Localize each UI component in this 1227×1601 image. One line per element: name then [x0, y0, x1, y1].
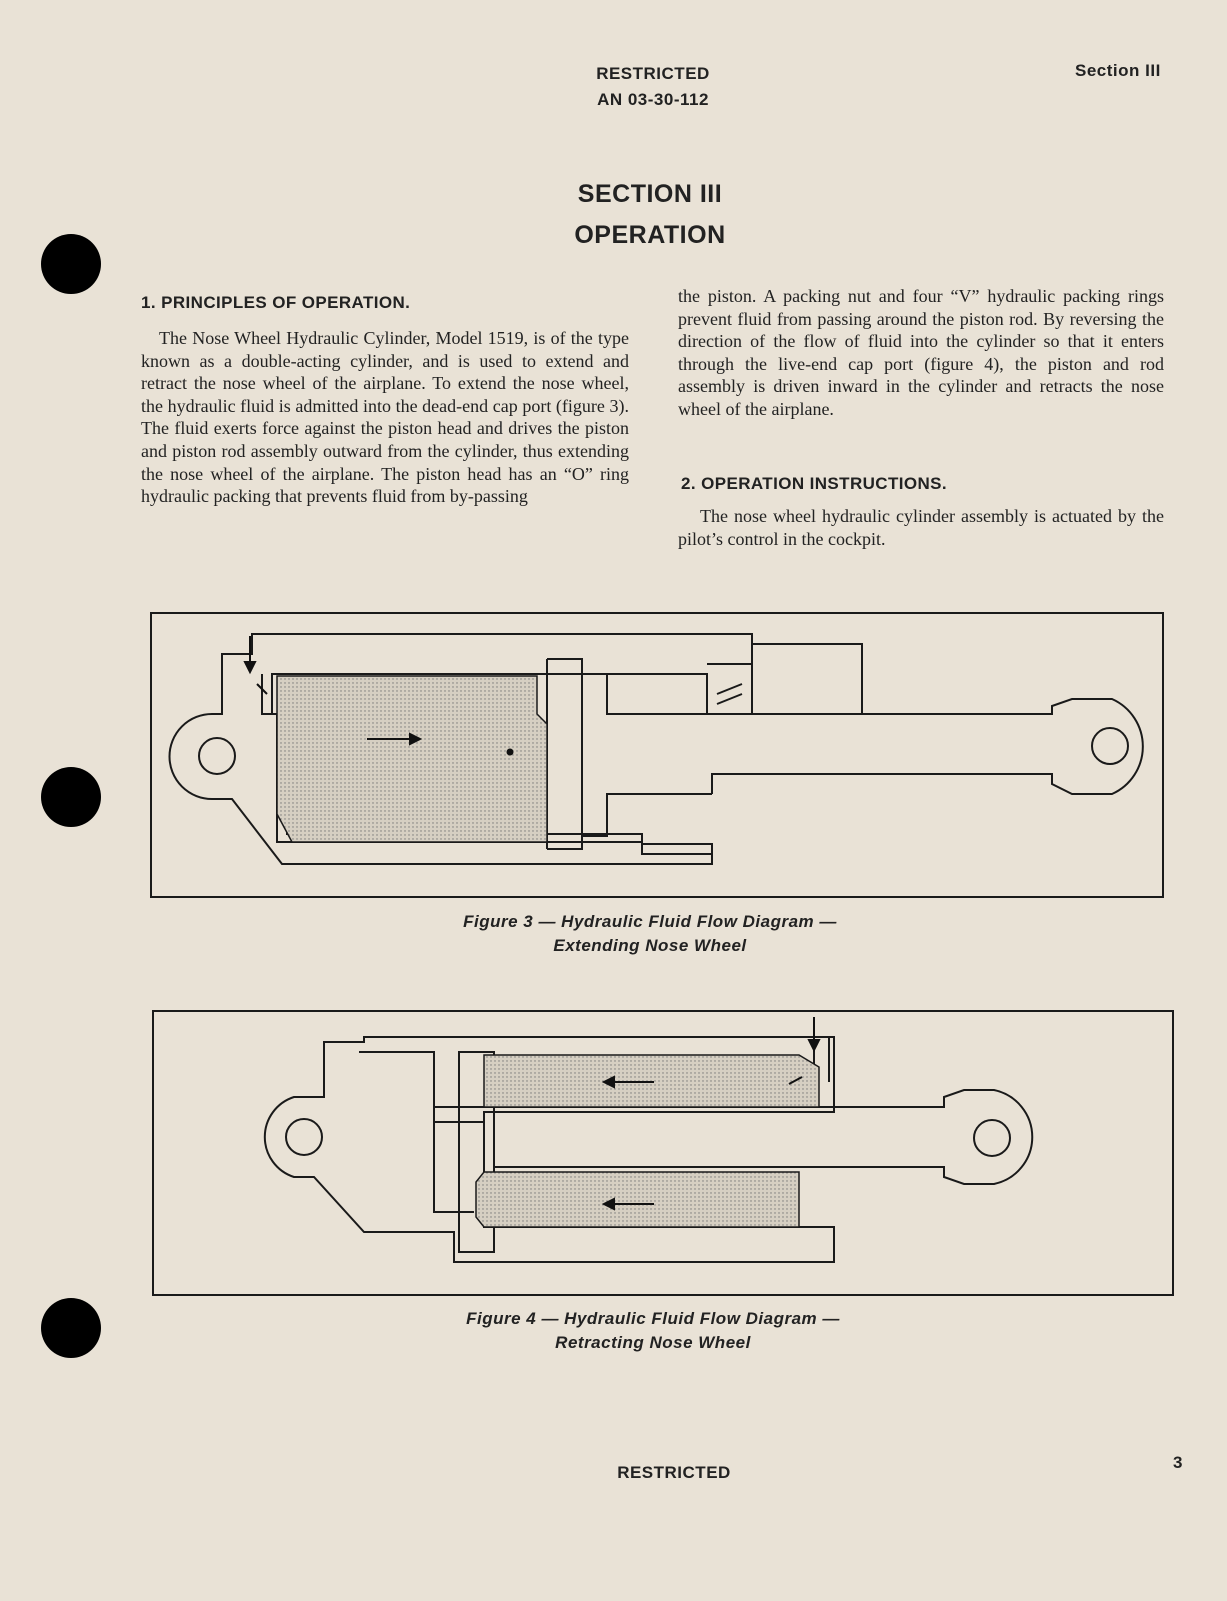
- para1-heading: 1. PRINCIPLES OF OPERATION.: [141, 293, 411, 312]
- figure-3-caption-line1: Figure 3 — Hydraulic Fluid Flow Diagram …: [463, 912, 837, 931]
- header-classification: RESTRICTED: [596, 64, 710, 83]
- page-number: 3: [1173, 1453, 1183, 1472]
- figure-3-diagram: [150, 612, 1164, 898]
- header-doc-number: AN 03-30-112: [597, 90, 709, 109]
- para2-heading: 2. OPERATION INSTRUCTIONS.: [681, 474, 948, 493]
- para1-text-left: The Nose Wheel Hydraulic Cylinder, Model…: [141, 328, 629, 507]
- footer-classification: RESTRICTED: [617, 1463, 731, 1482]
- binder-hole-bottom: [41, 1298, 101, 1358]
- figure-4-caption-line1: Figure 4 — Hydraulic Fluid Flow Diagram …: [466, 1309, 840, 1328]
- section-name: OPERATION: [574, 221, 726, 249]
- figure-4-diagram: [152, 1010, 1174, 1296]
- para1-text-right: the piston. A packing nut and four “V” h…: [678, 286, 1164, 419]
- para2-text: The nose wheel hydraulic cylinder assemb…: [678, 506, 1164, 549]
- figure-4-caption-line2: Retracting Nose Wheel: [555, 1333, 751, 1352]
- section-title: SECTION III: [577, 180, 723, 208]
- header-section-label: Section III: [1075, 61, 1161, 80]
- figure-3-caption-line2: Extending Nose Wheel: [553, 936, 747, 955]
- binder-hole-top: [41, 234, 101, 294]
- binder-hole-middle: [41, 767, 101, 827]
